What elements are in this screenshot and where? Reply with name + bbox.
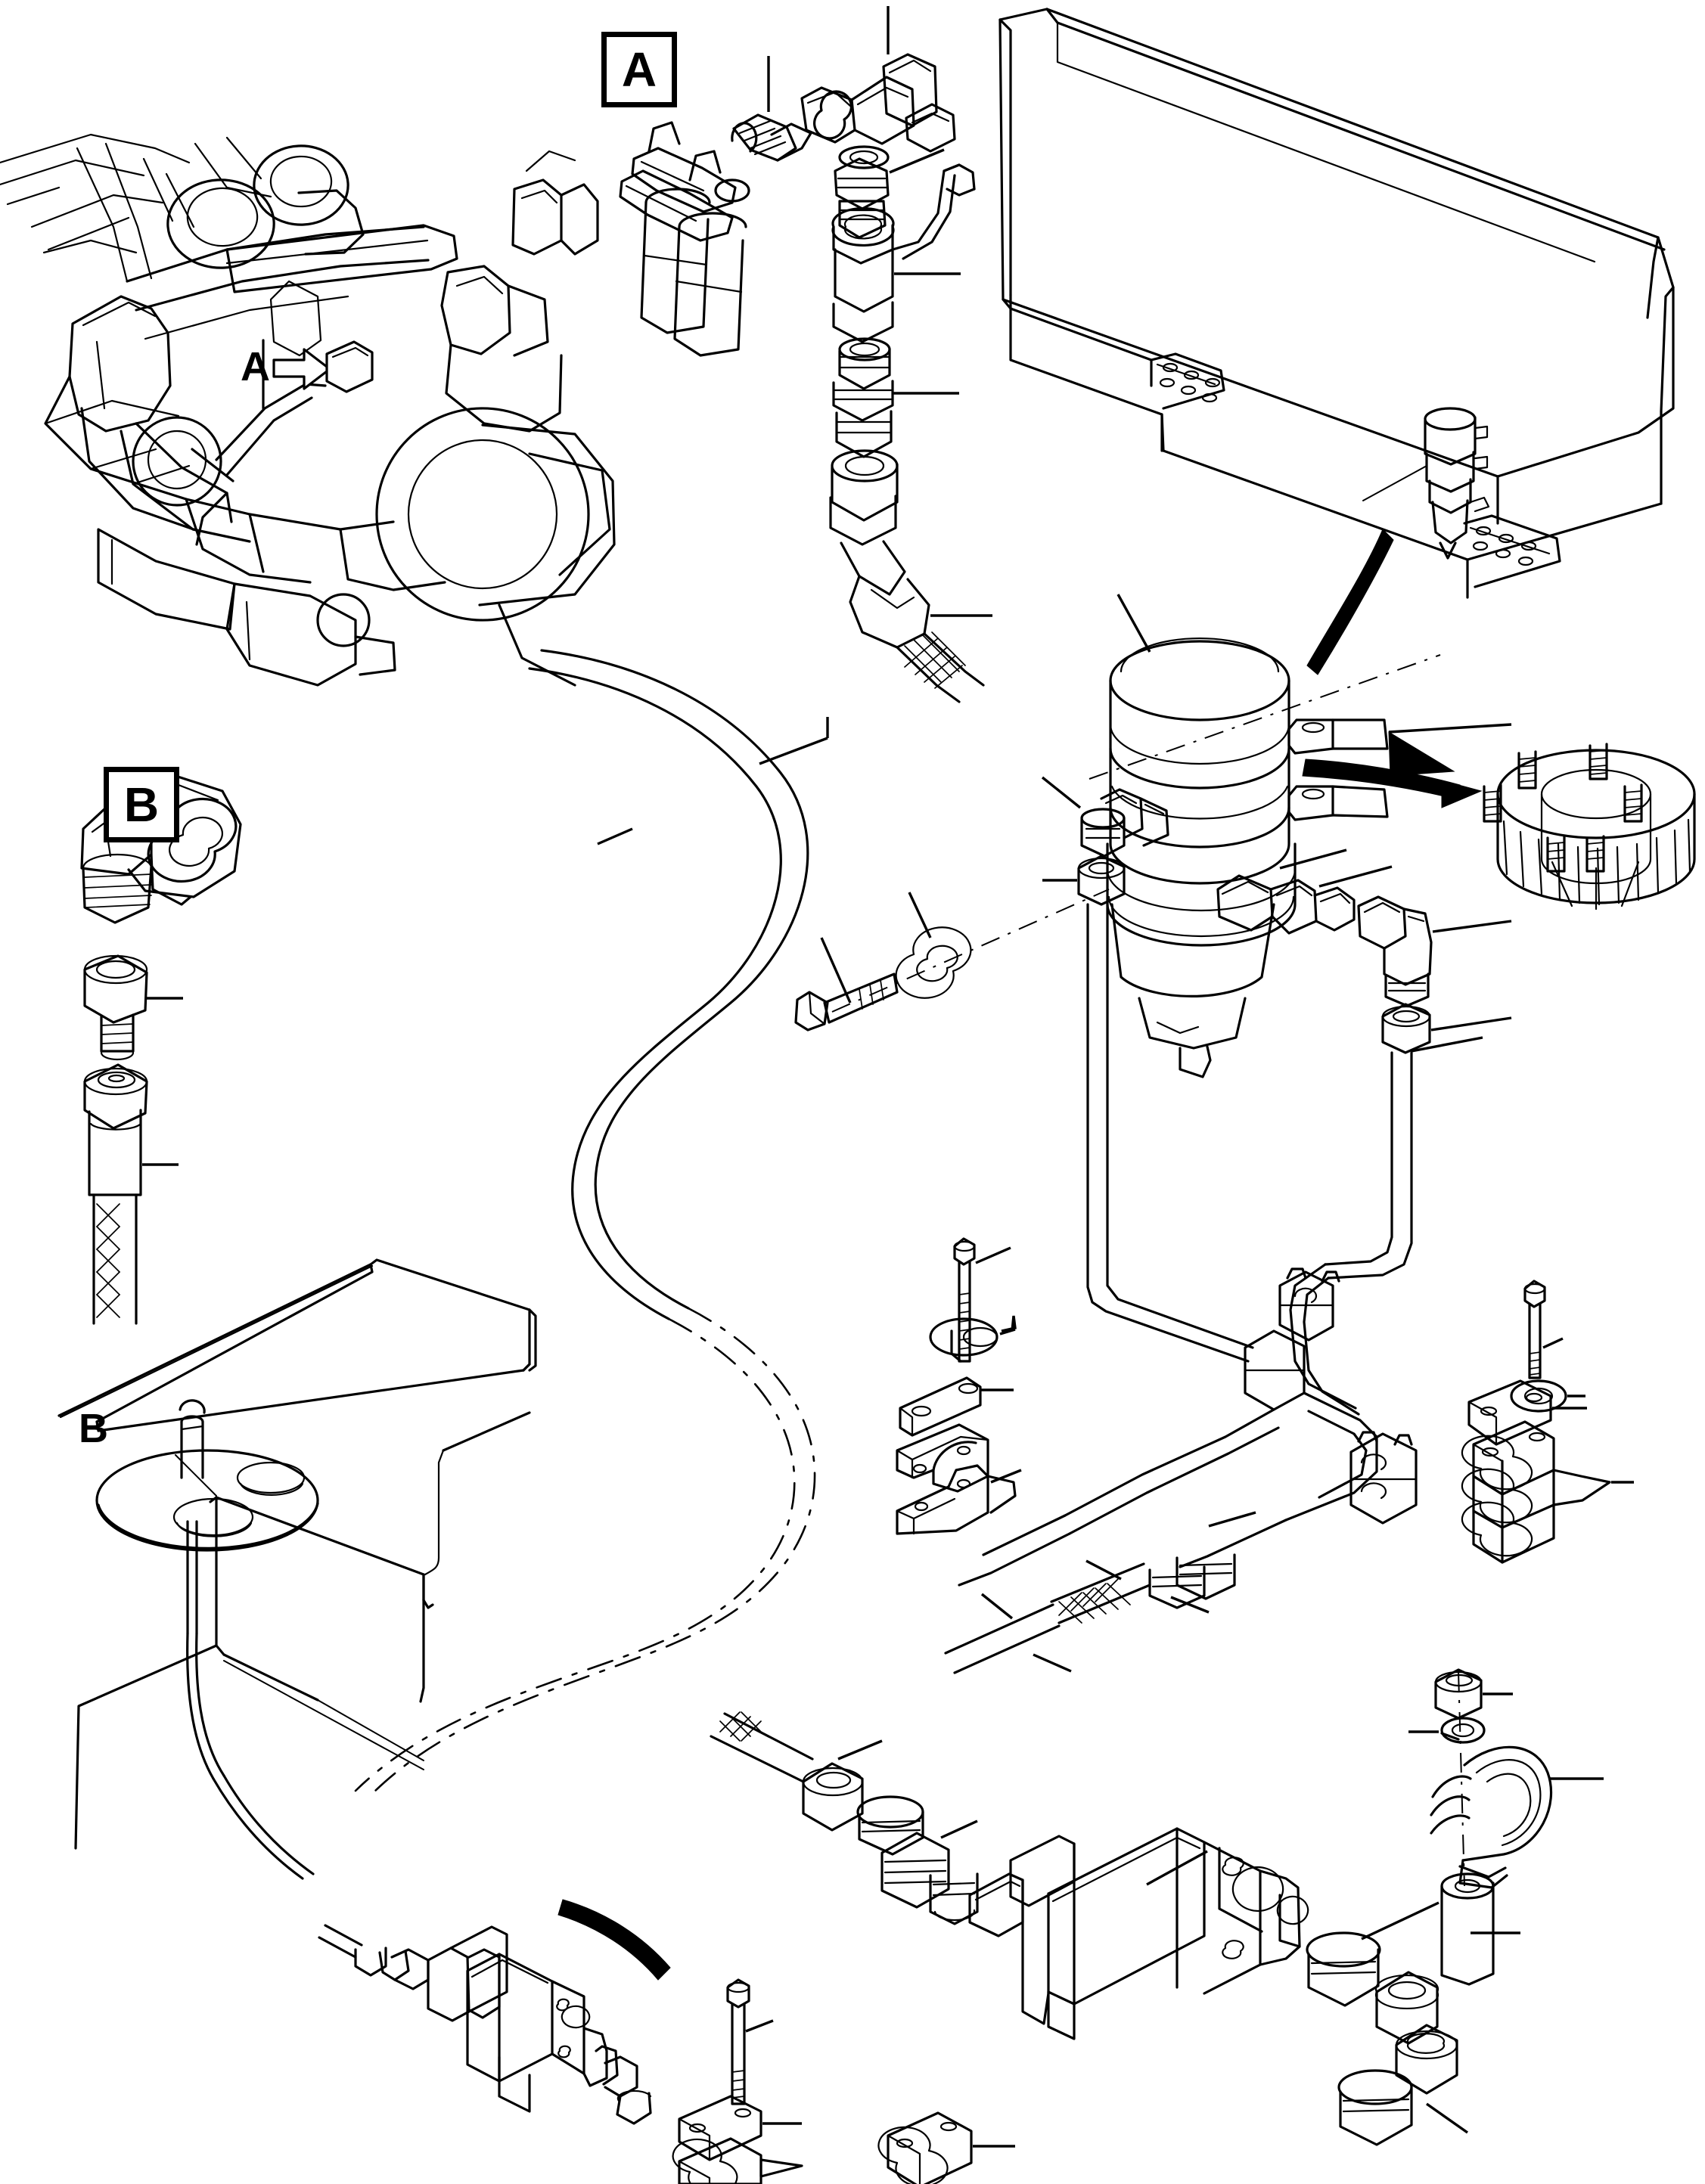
callout-box-b: B [104,767,179,842]
callout-box-b-label: B [123,777,160,832]
pump-assembly [672,1711,1468,2184]
fuel-filter-body [794,594,1512,1078]
leader-lines [826,717,1483,1053]
callout-arrow-label-a: A [241,346,270,387]
pressure-switch-assembly [318,1899,671,2125]
callout-b-letter: B [79,1406,108,1451]
callout-a-letter: A [241,344,270,389]
bolt-hole-group-right [1472,526,1537,566]
clamp-stack-right [1461,1280,1634,1564]
hose-clip-right [1408,1668,1604,1986]
clamp-stack-center [896,1237,1022,1535]
braid-hatch [96,1203,120,1318]
detail-a-fittings [619,6,992,703]
callout-arrow-label-b: B [79,1408,108,1449]
filter-studs [1483,743,1643,873]
mounting-frame [57,1258,537,1880]
cab-panel [998,8,1675,675]
filter-fins [1502,818,1691,911]
pipe-routing [354,649,1418,1797]
bolt-hole-group-left [1159,362,1221,403]
installed-filter-mini [1424,407,1490,560]
callout-box-a-label: A [621,42,657,97]
callout-box-a: A [601,32,677,107]
filter-element [1302,743,1696,911]
engine-assembly [0,133,616,687]
hose-assembly-detail-b [80,774,242,1325]
